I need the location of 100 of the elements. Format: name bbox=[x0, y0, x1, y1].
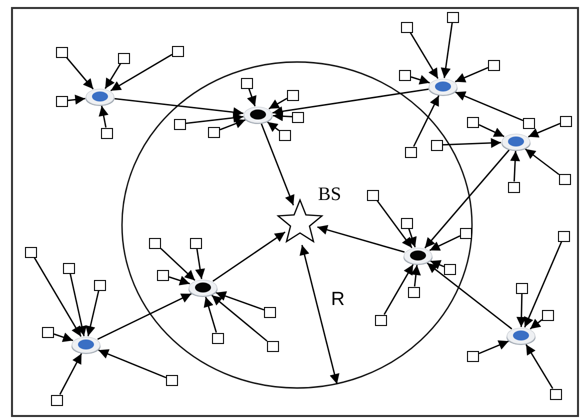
arrow bbox=[186, 112, 244, 124]
arrow bbox=[376, 200, 412, 248]
arrow bbox=[272, 88, 429, 116]
arrow bbox=[410, 75, 430, 85]
sensor-node bbox=[212, 332, 224, 344]
sensor-node bbox=[172, 46, 184, 56]
cluster-head-node bbox=[243, 106, 273, 124]
arrow bbox=[528, 122, 560, 138]
sensor-node bbox=[190, 238, 202, 248]
arrow bbox=[317, 224, 405, 253]
sensor-node bbox=[174, 118, 186, 130]
node-label: BS bbox=[318, 185, 342, 204]
arrow bbox=[524, 148, 560, 176]
sensor-node bbox=[287, 90, 299, 100]
sensor-node bbox=[447, 12, 459, 22]
sensor-node bbox=[63, 262, 75, 274]
sensor-node bbox=[550, 388, 562, 400]
arrow bbox=[68, 94, 86, 105]
arrow bbox=[66, 57, 94, 90]
sensor-node bbox=[399, 70, 411, 80]
base-station-star bbox=[276, 199, 324, 245]
arrow bbox=[454, 66, 488, 82]
arrow bbox=[429, 235, 460, 252]
arrow bbox=[430, 260, 444, 270]
arrow bbox=[97, 293, 192, 340]
sensor-node bbox=[208, 126, 220, 138]
arrow bbox=[478, 340, 509, 354]
arrow bbox=[478, 124, 504, 138]
sensor-node bbox=[56, 46, 68, 58]
sensor-node bbox=[292, 112, 304, 122]
arrow bbox=[407, 228, 417, 248]
cluster-head-node bbox=[71, 336, 101, 354]
cluster-head-node bbox=[85, 88, 115, 106]
arrow bbox=[204, 296, 217, 333]
cluster-head-node bbox=[506, 327, 536, 345]
arrow bbox=[424, 150, 510, 248]
arrow bbox=[110, 54, 172, 92]
cluster-head-node bbox=[403, 247, 433, 265]
arrow bbox=[59, 353, 82, 395]
arrow bbox=[410, 32, 438, 79]
arrow bbox=[384, 264, 414, 315]
sensor-node bbox=[467, 116, 479, 128]
cluster-head-node bbox=[501, 133, 531, 151]
arrow bbox=[34, 257, 82, 337]
arrow bbox=[98, 106, 109, 128]
arrow bbox=[413, 95, 440, 147]
sensor-node bbox=[542, 310, 554, 320]
sensor-node bbox=[431, 140, 443, 150]
arrow bbox=[86, 290, 100, 336]
sensor-node bbox=[42, 326, 54, 338]
sensor-node bbox=[56, 96, 68, 106]
sensor-node bbox=[51, 394, 63, 406]
sensor-node bbox=[444, 264, 456, 274]
sensor-node bbox=[94, 280, 106, 290]
arrow bbox=[516, 293, 526, 328]
arrow bbox=[160, 248, 196, 281]
arrow bbox=[104, 63, 122, 89]
cluster-head-node bbox=[188, 279, 218, 297]
arrow bbox=[54, 332, 74, 342]
sensor-node bbox=[523, 118, 535, 128]
arrow bbox=[524, 241, 562, 328]
arrow bbox=[70, 273, 87, 336]
arrow bbox=[455, 91, 524, 122]
arrow bbox=[220, 118, 246, 130]
arrow bbox=[510, 150, 520, 182]
sensor-node bbox=[405, 146, 417, 158]
sensor-node bbox=[408, 286, 420, 298]
sensor-node bbox=[101, 128, 113, 138]
arrow bbox=[260, 124, 294, 206]
sensor-node bbox=[241, 78, 253, 88]
arrow bbox=[195, 248, 206, 280]
sensor-node bbox=[375, 314, 387, 326]
sensor-node bbox=[25, 246, 37, 258]
sensor-node bbox=[264, 306, 276, 318]
arrow bbox=[268, 98, 288, 110]
arrow bbox=[114, 98, 244, 118]
arrow bbox=[212, 232, 286, 282]
sensor-node bbox=[367, 190, 379, 200]
sensor-node bbox=[508, 182, 520, 192]
sensor-node bbox=[401, 22, 413, 32]
sensor-node bbox=[559, 174, 571, 184]
cluster-head-node bbox=[428, 78, 458, 96]
sensor-node bbox=[149, 238, 161, 248]
arrow bbox=[216, 291, 264, 311]
arrow bbox=[442, 138, 502, 148]
arrow bbox=[272, 111, 292, 122]
arrow bbox=[266, 121, 280, 132]
sensor-node bbox=[467, 350, 479, 362]
sensor-node bbox=[157, 270, 169, 280]
arrow bbox=[410, 264, 421, 287]
arrow bbox=[98, 349, 166, 378]
sensor-node bbox=[118, 52, 130, 64]
arrow bbox=[247, 88, 256, 106]
radius-label: R bbox=[331, 290, 345, 309]
sensor-node bbox=[401, 218, 413, 228]
sensor-node bbox=[279, 130, 291, 140]
arrow bbox=[211, 294, 268, 342]
arrow bbox=[168, 276, 190, 286]
sensor-node bbox=[488, 60, 500, 70]
sensor-node bbox=[558, 230, 570, 242]
